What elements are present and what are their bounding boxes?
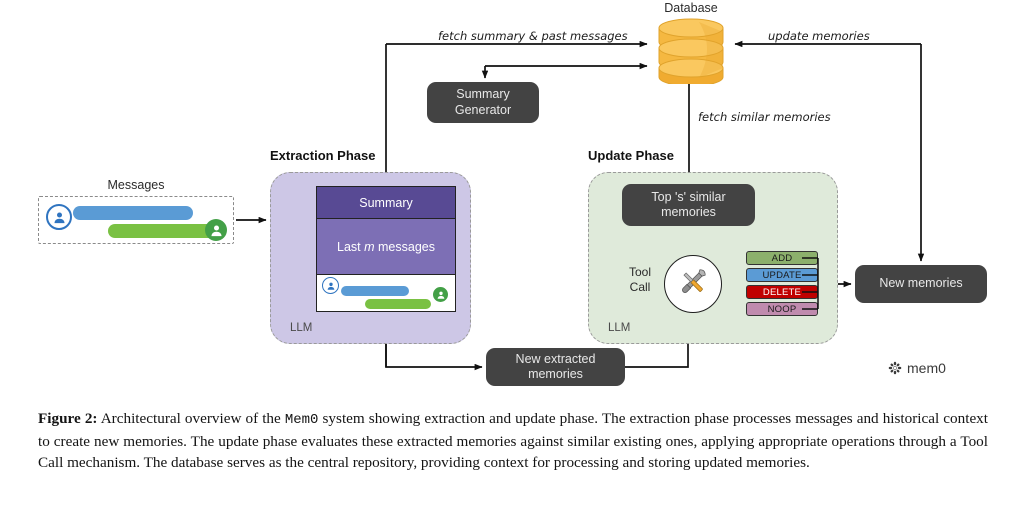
assistant-message-bubble [108, 224, 218, 238]
extraction-context-panel: Summary Last m messages [316, 186, 456, 312]
update-phase-title: Update Phase [588, 148, 674, 163]
user-avatar [46, 204, 72, 230]
figure-caption: Figure 2: Architectural overview of the … [38, 408, 988, 474]
chat-user-bubble [341, 286, 409, 296]
mem0-glyph-icon [888, 361, 902, 375]
last-m-messages-band: Last m messages [317, 218, 455, 275]
chip-bus [802, 257, 819, 310]
update-llm-label: LLM [608, 322, 631, 334]
figure-caption-pre: Architectural overview of the [97, 410, 285, 427]
mem0-logo: mem0 [888, 360, 946, 376]
figure-caption-mono-term: Mem0 [284, 412, 319, 428]
chat-assistant-avatar [433, 287, 448, 302]
tool-call-label: Tool Call [628, 265, 651, 294]
edge-label-fetch-similar: fetch similar memories [698, 110, 831, 124]
figure-caption-post: system showing extraction and update pha… [38, 410, 988, 472]
summary-band-label: Summary [359, 195, 413, 210]
tools-icon [675, 264, 711, 305]
database-label: Database [664, 1, 718, 15]
tool-call-node [664, 255, 722, 313]
edge-label-update-memories: update memories [768, 29, 870, 43]
architecture-diagram: Messages Extraction Phase LLM Summary La… [38, 1, 987, 386]
summary-generator-node: Summary Generator [427, 82, 539, 123]
chat-user-avatar [322, 277, 339, 294]
messages-box [38, 196, 234, 244]
chat-assistant-bubble [365, 299, 431, 309]
assistant-avatar [205, 219, 227, 241]
new-extracted-memories-node: New extracted memories [486, 348, 625, 386]
extraction-phase-title: Extraction Phase [270, 148, 376, 163]
messages-label: Messages [107, 178, 165, 192]
top-s-similar-memories-node: Top 's' similar memories [622, 184, 755, 226]
edge-label-fetch-summary: fetch summary & past messages [438, 29, 628, 43]
user-message-bubble [73, 206, 193, 220]
extraction-llm-label: LLM [290, 322, 313, 334]
recent-chat-band [317, 275, 455, 311]
new-memories-node: New memories [855, 265, 987, 303]
database-cylinder [655, 16, 727, 87]
mem0-wordmark: mem0 [907, 360, 946, 376]
figure-caption-label: Figure 2: [38, 410, 98, 427]
last-m-messages-label: Last m messages [337, 239, 435, 254]
summary-band: Summary [317, 187, 455, 218]
